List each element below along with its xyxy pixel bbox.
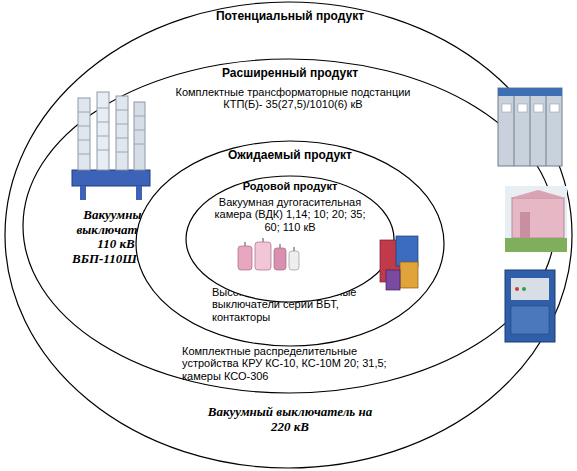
product-level-ellipse: Родовой продуктВакуумная дугогасительная… [22, 58, 556, 394]
ellipse-shape [186, 176, 394, 302]
ellipse-shape [136, 141, 444, 346]
product-text: Вакуумный выключатель на 220 кВ [205, 405, 375, 434]
level-heading: Ожидаемый продукт [215, 149, 365, 162]
product-level-ellipse: Родовой продуктВакуумная дугогасительная… [185, 175, 395, 303]
level-heading: Потенциальный продукт [180, 10, 400, 23]
product-text: Вакуумная дугогасительная камера (ВДК) 1… [210, 196, 370, 233]
level-heading: Родовой продукт [220, 180, 360, 192]
product-level-ellipse: Родовой продуктВакуумная дугогасительная… [4, 1, 573, 469]
level-heading: Расширенный продукт [190, 67, 390, 80]
ellipse-shape [23, 59, 555, 393]
product-text: Комплектные трансформаторные подстанции … [168, 86, 418, 111]
ellipse-shape [5, 2, 572, 468]
ellipse-outline [185, 175, 395, 303]
product-level-ellipse: Родовой продуктВакуумная дугогасительная… [135, 140, 445, 347]
product-text: Комплектные распределительные устройства… [182, 345, 412, 382]
